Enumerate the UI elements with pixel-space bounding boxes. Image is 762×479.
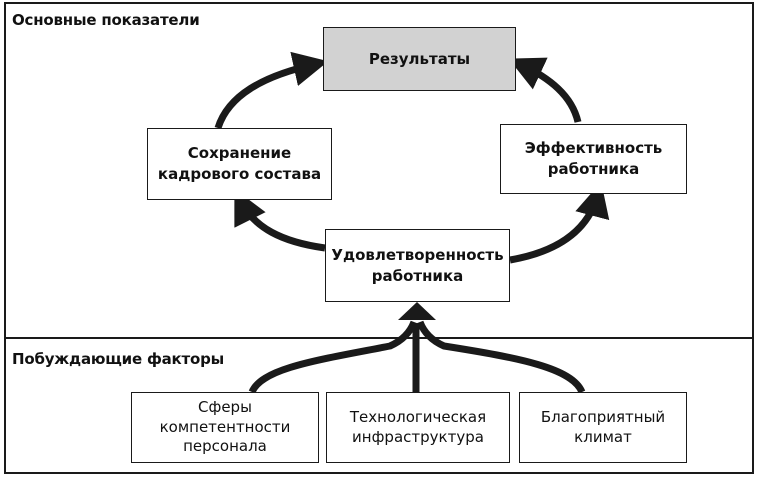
section-label-main-indicators: Основные показатели [12,11,200,29]
node-climate: Благоприятный климат [519,392,687,463]
arrowhead-into-satisfaction [398,302,436,320]
node-efficiency: Эффективность работника [500,124,687,194]
node-results: Результаты [323,27,516,91]
arrow-efficiency-to-results [508,57,582,123]
node-retention: Сохранение кадрового состава [147,128,332,200]
section-label-motivating-factors: Побуждающие факторы [12,350,225,368]
node-competence: Сферы компетентности персонала [131,392,319,463]
arrow-satisfaction-to-retention [234,188,326,252]
diagram-frame [4,2,754,474]
section-divider [4,337,754,339]
arrow-competence-to-satisfaction [248,320,418,394]
node-infrastructure: Технологическая инфраструктура [326,392,510,463]
arrow-climate-to-satisfaction [416,320,586,394]
arrow-satisfaction-to-efficiency [509,181,610,264]
node-satisfaction: Удовлетворенность работника [325,229,510,302]
arrow-retention-to-results [214,51,329,130]
